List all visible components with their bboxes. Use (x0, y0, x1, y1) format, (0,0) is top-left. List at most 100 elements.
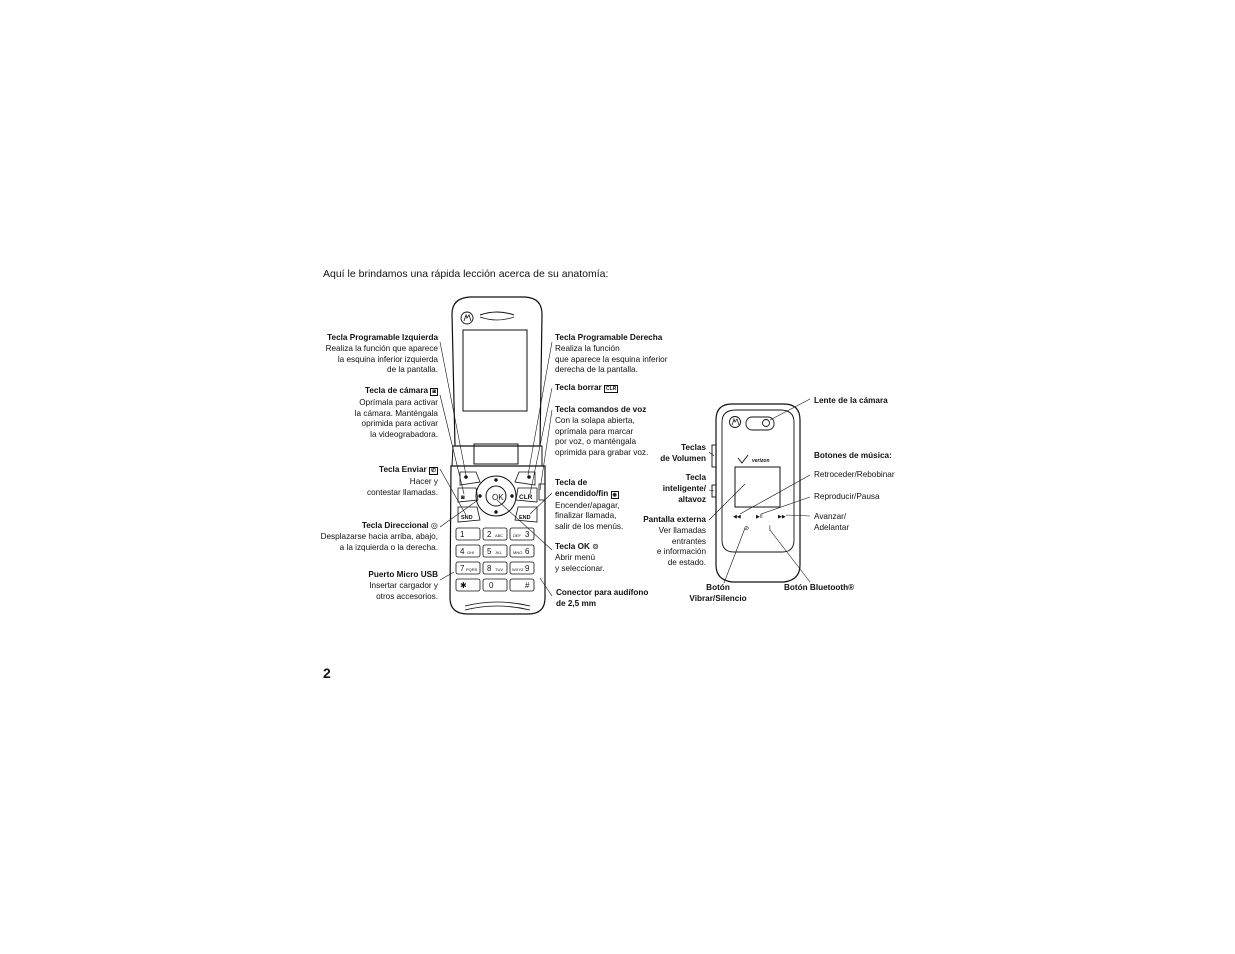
label-line: oprímala para marcar (555, 426, 634, 436)
label-line: e información (656, 547, 706, 557)
label-title: Lente de la cámara (814, 396, 888, 405)
label-title: Puerto Micro USB (368, 570, 438, 579)
label-title: Tecla Programable Izquierda (327, 333, 438, 342)
label-line: de la pantalla. (387, 365, 438, 375)
label-line: la videograbadora. (370, 430, 438, 440)
label-title: Conector para audífono (556, 588, 649, 597)
label-title: de Volumen (660, 453, 706, 463)
label-line: Retroceder/Rebobinar (814, 470, 895, 479)
label-line: la esquina inferior izquierda (337, 354, 438, 364)
svg-text:SND: SND (461, 515, 473, 521)
label-line: Con la solapa abierta, (555, 415, 635, 425)
svg-text:4: 4 (460, 547, 465, 556)
label-line: Insertar cargador y (369, 580, 438, 590)
svg-text:ABC: ABC (495, 533, 503, 538)
label-voice-key: Tecla comandos de voz Con la solapa abie… (555, 405, 648, 459)
svg-text:1: 1 (460, 530, 465, 539)
label-ok-key: Tecla OK ⊚ Abrir menú y seleccionar. (555, 542, 605, 574)
label-line: Avanzar/ (814, 512, 847, 521)
label-line: contestar llamadas. (367, 487, 438, 497)
power-key-icon: ◉ (610, 490, 619, 499)
label-title: Tecla (685, 473, 706, 482)
label-smart-key: Tecla inteligente/ altavoz (640, 473, 706, 505)
label-play-pause: Reproducir/Pausa (814, 492, 880, 503)
label-title: encendido/fin (555, 488, 609, 498)
label-line: derecha de la pantalla. (555, 365, 638, 375)
label-line: oprimida para grabar voz. (555, 448, 649, 458)
label-title: Tecla Direccional (361, 521, 429, 530)
svg-text:JKL: JKL (495, 550, 503, 555)
label-volume-keys: Teclas de Volumen (640, 443, 706, 465)
svg-text:CLR: CLR (519, 494, 533, 501)
label-line: Adelantar (814, 522, 850, 532)
label-headset-jack: Conector para audífono de 2,5 mm (556, 588, 648, 610)
svg-text:GHI: GHI (467, 550, 474, 555)
svg-text:DEF: DEF (513, 533, 522, 538)
ok-key-icon: ⊚ (592, 542, 600, 551)
label-line: la cámara. Manténgala (354, 408, 438, 418)
label-title: Tecla borrar (555, 383, 602, 392)
label-rewind: Retroceder/Rebobinar (814, 470, 895, 481)
label-line: Encender/apagar, (555, 500, 620, 510)
svg-text:9: 9 (525, 564, 530, 573)
label-line: que aparece la esquina inferior (555, 354, 668, 364)
label-line: por voz, o manténgala (555, 437, 637, 447)
label-soft-right: Tecla Programable Derecha Realiza la fun… (555, 333, 667, 376)
svg-text:ᛒ: ᛒ (768, 525, 772, 532)
label-camera-key: Tecla de cámara ◙ Oprímala para activar … (312, 386, 438, 441)
label-title: Tecla comandos de voz (555, 405, 647, 414)
label-power-key: Tecla de encendido/fin ◉ Encender/apagar… (555, 478, 623, 533)
label-line: entrantes (671, 536, 706, 546)
svg-text:0: 0 (489, 581, 494, 590)
label-line: Reproducir/Pausa (814, 492, 880, 501)
svg-text:▶▶: ▶▶ (778, 514, 786, 520)
label-line: Desplazarse hacia arriba, abajo, (320, 531, 438, 541)
label-title: Vibrar/Silencio (689, 593, 747, 603)
camera-key-icon: ◙ (430, 388, 438, 396)
page-number: 2 (323, 665, 331, 681)
svg-text:MNO: MNO (513, 550, 522, 555)
svg-text:WXYZ: WXYZ (512, 567, 524, 572)
label-title: Botón Bluetooth® (784, 583, 855, 592)
label-vibrate-button: Botón Vibrar/Silencio (688, 583, 748, 605)
label-title: inteligente/ (662, 483, 706, 493)
label-line: y seleccionar. (555, 563, 605, 573)
label-title: Tecla OK (555, 542, 590, 551)
svg-text:TUV: TUV (495, 567, 503, 572)
svg-text:✱: ✱ (460, 581, 467, 590)
svg-text:2: 2 (487, 530, 492, 539)
label-camera-lens: Lente de la cámara (814, 396, 888, 407)
svg-text:OK: OK (492, 493, 504, 502)
label-line: Oprímala para activar (359, 397, 438, 407)
nav-key-icon: ◎ (430, 521, 438, 530)
clear-key-icon: CLR (604, 385, 619, 393)
label-title: Botón (706, 583, 730, 592)
svg-text:▶II: ▶II (756, 514, 763, 520)
label-title: Tecla de (555, 478, 588, 487)
svg-text:◙: ◙ (461, 495, 465, 501)
label-forward: Avanzar/ Adelantar (814, 512, 849, 534)
svg-text:8: 8 (487, 564, 492, 573)
intro-text: Aquí le brindamos una rápida lección ace… (323, 268, 609, 280)
label-title: Tecla Programable Derecha (555, 333, 663, 342)
label-line: finalizar llamada, (555, 511, 617, 521)
brand-logo: verizon (752, 458, 770, 464)
svg-text:7: 7 (460, 564, 465, 573)
svg-text:END: END (519, 515, 531, 521)
label-bluetooth-button: Botón Bluetooth® (784, 583, 854, 594)
label-nav-key: Tecla Direccional ◎ Desplazarse hacia ar… (300, 521, 438, 553)
label-line: salir de los menús. (555, 522, 624, 532)
label-line: Hacer y (409, 476, 438, 486)
label-line: de estado. (667, 558, 706, 568)
label-title: Tecla de cámara (364, 386, 429, 395)
svg-text:5: 5 (487, 547, 492, 556)
label-usb-port: Puerto Micro USB Insertar cargador y otr… (312, 570, 438, 602)
label-title: Teclas (681, 443, 706, 452)
svg-text:⊘: ⊘ (744, 526, 749, 532)
label-title: de 2,5 mm (556, 598, 597, 608)
label-clear-key: Tecla borrar CLR (555, 383, 619, 395)
label-title: altavoz (678, 494, 706, 504)
label-title: Botones de música: (814, 451, 892, 460)
